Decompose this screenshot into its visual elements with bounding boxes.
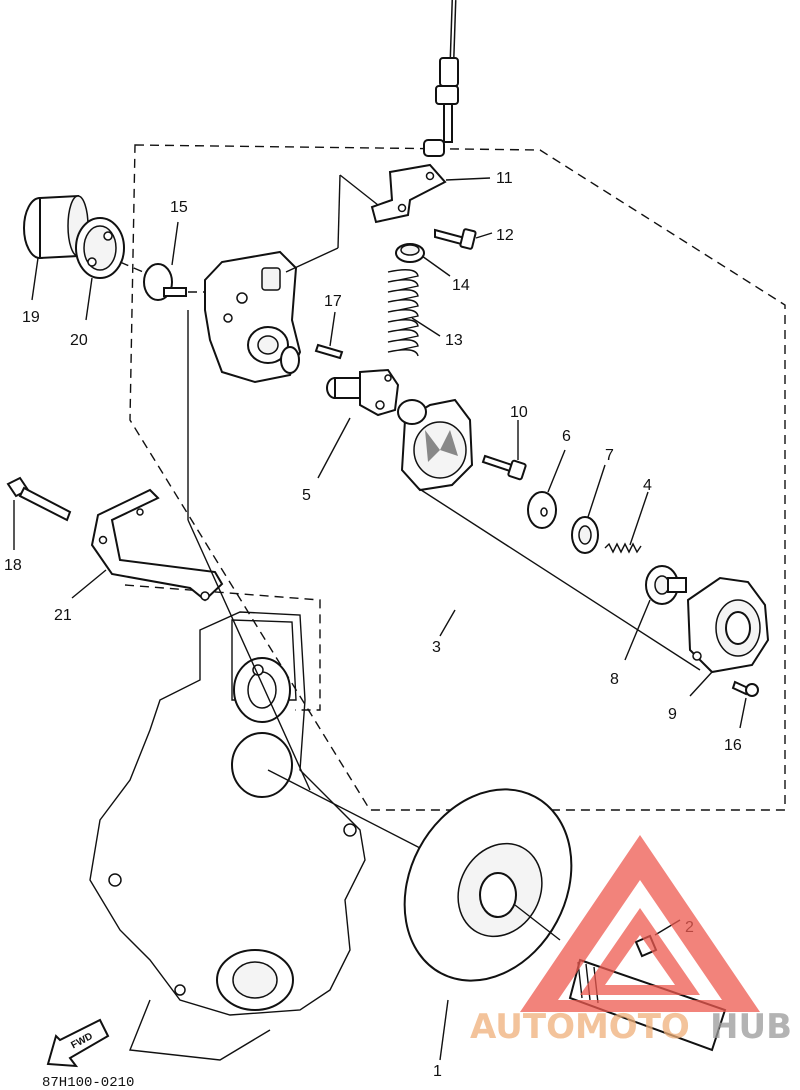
callout-7: 7 xyxy=(605,447,614,464)
callout-10: 10 xyxy=(510,404,528,421)
watermark: AUTOMOTO HUB xyxy=(470,835,792,1047)
pulley-part-1 xyxy=(403,788,573,1061)
callout-8: 8 xyxy=(610,671,619,688)
plug-part-19 xyxy=(23,194,89,301)
bolt-part-18 xyxy=(6,476,72,550)
leader-housing-to-case-b xyxy=(187,519,311,791)
callout-17: 17 xyxy=(324,293,342,310)
watermark-text-a: AUTOMOTO xyxy=(470,1007,690,1047)
assembly-outline xyxy=(129,144,786,811)
callout-4: 4 xyxy=(643,477,652,494)
bolt-part-10 xyxy=(481,420,527,481)
screw-part-4 xyxy=(604,491,649,554)
cover-part-9 xyxy=(686,576,770,697)
callout-14: 14 xyxy=(452,277,470,294)
callout-9: 9 xyxy=(668,706,677,723)
bracket-part-21 xyxy=(71,488,224,602)
callout-5: 5 xyxy=(302,487,311,504)
callout-1: 1 xyxy=(433,1063,442,1080)
watermark-inner-logo-icon xyxy=(580,908,700,995)
callout-6: 6 xyxy=(562,428,571,445)
control-cable xyxy=(423,0,459,157)
leader-20-to-15 xyxy=(119,261,151,276)
impeller-part-8 xyxy=(624,565,687,661)
sub-assembly-outline xyxy=(124,584,321,711)
lever-part-11 xyxy=(370,163,491,224)
callout-12: 12 xyxy=(496,227,514,244)
cap-part-20 xyxy=(75,217,125,321)
callout-18: 18 xyxy=(4,557,22,574)
collar-part-14 xyxy=(395,243,451,277)
shaft-part-5 xyxy=(317,368,400,479)
callout-21: 21 xyxy=(54,607,72,624)
callout-19: 19 xyxy=(22,309,40,326)
pin-part-17 xyxy=(314,311,344,360)
watermark-triangle-icon xyxy=(520,835,760,1012)
screw-part-16 xyxy=(731,680,759,729)
watermark-text-b: HUB xyxy=(710,1007,792,1047)
leader-3b xyxy=(439,609,456,637)
spring-part-13 xyxy=(387,269,441,357)
washer-part-6 xyxy=(527,449,566,529)
pump-cover xyxy=(397,398,474,492)
fwd-arrow-icon: FWD xyxy=(46,1018,110,1068)
leader-case-to-pulley xyxy=(267,769,421,849)
callout-11: 11 xyxy=(496,170,513,187)
diagram-code: 87H100-0210 xyxy=(42,1075,134,1090)
clip-part-7 xyxy=(571,464,606,554)
bolt-part-12 xyxy=(434,228,493,250)
callout-3: 3 xyxy=(432,639,441,656)
pump-housing xyxy=(204,174,379,384)
seal-part-15 xyxy=(143,221,205,301)
callout-13: 13 xyxy=(445,332,463,349)
callout-16: 16 xyxy=(724,737,742,754)
leader-3 xyxy=(417,487,701,671)
callout-15: 15 xyxy=(170,199,188,216)
engine-case xyxy=(89,611,366,1061)
callout-20: 20 xyxy=(70,332,88,349)
